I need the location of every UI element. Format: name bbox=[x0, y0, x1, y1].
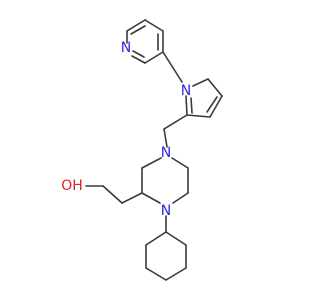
bond bbox=[206, 96, 218, 113]
bond bbox=[144, 51, 164, 64]
bond bbox=[209, 95, 223, 118]
bond bbox=[171, 157, 189, 169]
bond bbox=[165, 267, 187, 281]
bond bbox=[145, 231, 167, 246]
bonds bbox=[85, 19, 223, 281]
bond bbox=[131, 55, 146, 64]
bond bbox=[207, 78, 223, 97]
molecule-canvas: N N N N OH bbox=[61, 19, 223, 281]
pyrrole-nitrogen-label: N bbox=[181, 83, 191, 99]
bond bbox=[126, 19, 146, 32]
pyridine-nitrogen-label: N bbox=[121, 40, 131, 56]
piperazine-nitrogen-upper-label: N bbox=[161, 145, 171, 161]
bond bbox=[162, 51, 183, 83]
bond bbox=[186, 114, 211, 118]
hydroxyl-label: OH bbox=[61, 178, 83, 194]
bond bbox=[192, 78, 209, 87]
bond bbox=[172, 192, 189, 204]
bond bbox=[141, 192, 161, 204]
bond bbox=[144, 19, 164, 32]
bond bbox=[141, 157, 162, 169]
bond bbox=[190, 97, 193, 114]
structure-diagram: N N N N OH bbox=[61, 19, 223, 281]
bond bbox=[163, 114, 188, 130]
bond bbox=[185, 95, 188, 116]
bond bbox=[145, 267, 167, 281]
bond bbox=[130, 25, 146, 35]
atom-labels: N N N N OH bbox=[61, 40, 191, 219]
bond bbox=[163, 128, 168, 148]
bond bbox=[165, 231, 187, 246]
bond bbox=[102, 185, 123, 204]
bond bbox=[121, 192, 143, 204]
piperazine-nitrogen-lower-label: N bbox=[161, 203, 171, 219]
bond bbox=[132, 50, 145, 58]
